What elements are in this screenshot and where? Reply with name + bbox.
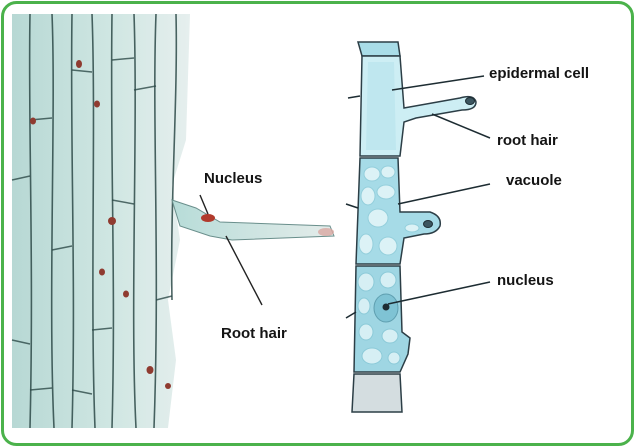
- vacuole-pattern: [358, 165, 420, 256]
- cell-top-fragment: [357, 41, 401, 57]
- root-hair-micrograph: [171, 199, 335, 241]
- cell-nucleus-dot: [30, 117, 36, 125]
- cell1-nucleus: [465, 97, 475, 105]
- label-nucleus-diagram: nucleus: [497, 272, 554, 289]
- label-root-hair-micrograph: Root hair: [221, 325, 287, 342]
- label-epidermal-cell: epidermal cell: [489, 65, 590, 82]
- cell-nucleus-dot: [94, 100, 100, 108]
- cell-nucleus-dot: [123, 290, 129, 298]
- leader-line-nucleus-diagram: [387, 281, 491, 305]
- cell-nucleus-dot: [99, 268, 105, 276]
- leader-line-epidermal-cell: [391, 75, 485, 91]
- micrograph-nucleus: [201, 214, 215, 222]
- leader-line-vacuole: [397, 183, 491, 205]
- cell-bottom: [351, 373, 403, 413]
- cell2-nucleus: [423, 220, 433, 228]
- schematic-diagram: [345, 41, 477, 413]
- epidermal-cell-2: [355, 157, 442, 265]
- leader-line-root-hair: [225, 235, 263, 306]
- leader-line-root-hair-diagram: [431, 113, 491, 139]
- leader-line-nucleus: [199, 194, 209, 215]
- cell-nucleus-dot: [76, 60, 82, 68]
- label-root-hair-diagram: root hair: [497, 132, 558, 149]
- root-hair-tip-stain: [318, 228, 334, 236]
- cell3-nucleus: [382, 303, 390, 311]
- cell-nucleus-dot: [108, 217, 116, 225]
- cell-nucleus-dot: [146, 366, 154, 374]
- cell-nucleus-dot: [165, 383, 171, 389]
- micrograph: [11, 13, 335, 429]
- label-vacuole: vacuole: [506, 172, 562, 189]
- micrograph-background: [12, 14, 190, 428]
- cell1-vacuole-shade: [366, 62, 396, 150]
- cytoplasm-pattern: [357, 271, 401, 365]
- label-nucleus-micrograph: Nucleus: [204, 170, 263, 187]
